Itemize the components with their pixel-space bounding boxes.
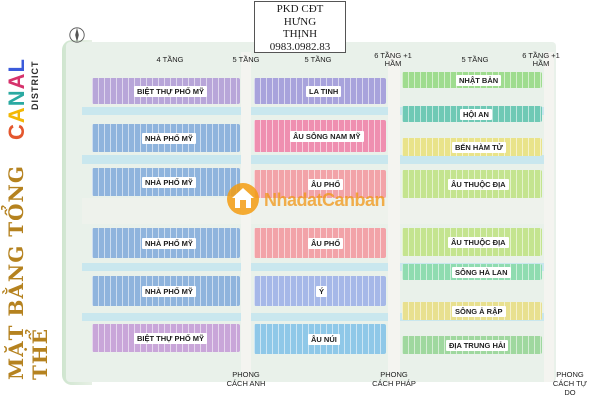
floor-label-mid-right: 6 TẦNG +1 HẦM: [374, 51, 412, 68]
brand-district: DISTRICT: [30, 60, 40, 111]
style-label-tudo: PHONG CÁCH TỰ DO: [552, 370, 588, 397]
block-label: BẾN HÀM TỬ: [452, 142, 506, 153]
floor-label-far-right: 6 TẦNG +1 HẦM: [522, 51, 560, 68]
block-left-5[interactable]: NHÀ PHỐ MỸ: [92, 276, 240, 306]
watermark-text: NhadatCanban: [264, 190, 386, 210]
block-label: SÔNG HÀ LAN: [452, 267, 511, 278]
floor-label-right: 5 TẦNG: [461, 55, 489, 64]
block-label: Ý: [316, 286, 328, 297]
block-label: ÂU PHỐ: [308, 179, 344, 190]
brand-logo-canal: CANAL: [4, 57, 29, 140]
road: [241, 52, 251, 382]
block-center-5[interactable]: Ý: [254, 276, 386, 306]
block-center-6[interactable]: ÂU NÚI: [254, 324, 386, 354]
block-center-2[interactable]: ÂU SÔNG NAM MỸ: [254, 120, 386, 152]
block-label: ÂU PHỐ: [308, 238, 344, 249]
floor-label-left: 4 TẦNG: [156, 55, 184, 64]
block-label: ÂU SÔNG NAM MỸ: [290, 131, 364, 142]
block-right-8[interactable]: ĐỊA TRUNG HẢI: [402, 336, 542, 354]
block-label: ÂU THUỘC ĐỊA: [448, 237, 509, 248]
block-center-1[interactable]: LA TINH: [254, 78, 386, 104]
block-center-4[interactable]: ÂU PHỐ: [254, 228, 386, 258]
block-left-1[interactable]: BIỆT THỰ PHỐ MỸ: [92, 78, 240, 104]
site-plan-title: MẶT BẰNG TỔNG THỂ: [4, 165, 52, 380]
block-label: SÔNG Ả RẬP: [452, 306, 506, 317]
canal: [82, 155, 552, 164]
block-right-3[interactable]: BẾN HÀM TỬ: [402, 138, 542, 156]
block-left-2[interactable]: NHÀ PHỐ MỸ: [92, 124, 240, 152]
block-label: HỘI AN: [460, 109, 492, 120]
block-right-2[interactable]: HỘI AN: [402, 106, 542, 122]
block-label: NHÀ PHỐ MỸ: [142, 238, 196, 249]
block-label: NHÀ PHỐ MỸ: [142, 177, 196, 188]
block-left-3[interactable]: NHÀ PHỐ MỸ: [92, 168, 240, 196]
block-right-7[interactable]: SÔNG Ả RẬP: [402, 302, 542, 320]
block-label: ÂU NÚI: [308, 334, 340, 345]
road: [388, 52, 400, 382]
block-center-3[interactable]: ÂU PHỐ: [254, 170, 386, 198]
block-left-4[interactable]: NHÀ PHỐ MỸ: [92, 228, 240, 258]
canal: [82, 107, 552, 115]
block-label: LA TINH: [306, 86, 342, 97]
style-label-anh: PHONG CÁCH ANH: [226, 370, 266, 388]
block-right-4[interactable]: ÂU THUỘC ĐỊA: [402, 170, 542, 198]
block-left-6[interactable]: BIỆT THỰ PHỐ MỸ: [92, 324, 240, 352]
hotline-company: HƯNG: [283, 15, 317, 28]
floor-label-mid-left: 5 TẦNG: [232, 55, 260, 64]
style-label-phap: PHONG CÁCH PHÁP: [372, 370, 416, 388]
compass-icon: [69, 27, 85, 43]
hotline-title: PKD CĐT: [276, 3, 324, 15]
block-label: NHÀ PHỐ MỸ: [142, 133, 196, 144]
block-label: NHÀ PHỐ MỸ: [142, 286, 196, 297]
floor-label-center: 5 TẦNG: [304, 55, 332, 64]
central-boulevard: [82, 198, 552, 224]
hotline-company-2: THỊNH: [282, 28, 318, 40]
road: [544, 52, 554, 382]
home-icon: [227, 183, 259, 215]
block-label: NHẬT BẢN: [456, 75, 502, 86]
block-label: ĐỊA TRUNG HẢI: [446, 340, 509, 351]
block-right-6[interactable]: SÔNG HÀ LAN: [402, 264, 542, 280]
block-right-1[interactable]: NHẬT BẢN: [402, 72, 542, 88]
block-label: BIỆT THỰ PHỐ MỸ: [134, 86, 208, 97]
canal: [82, 263, 552, 271]
watermark: NhadatCanban: [226, 178, 386, 222]
canal: [82, 313, 552, 321]
block-label: BIỆT THỰ PHỐ MỸ: [134, 333, 208, 344]
block-label: ÂU THUỘC ĐỊA: [448, 179, 509, 190]
hotline-box: PKD CĐT HƯNG THỊNH 0983.0982.83: [254, 1, 346, 53]
hotline-phone[interactable]: 0983.0982.83: [269, 40, 331, 53]
block-right-5[interactable]: ÂU THUỘC ĐỊA: [402, 228, 542, 256]
